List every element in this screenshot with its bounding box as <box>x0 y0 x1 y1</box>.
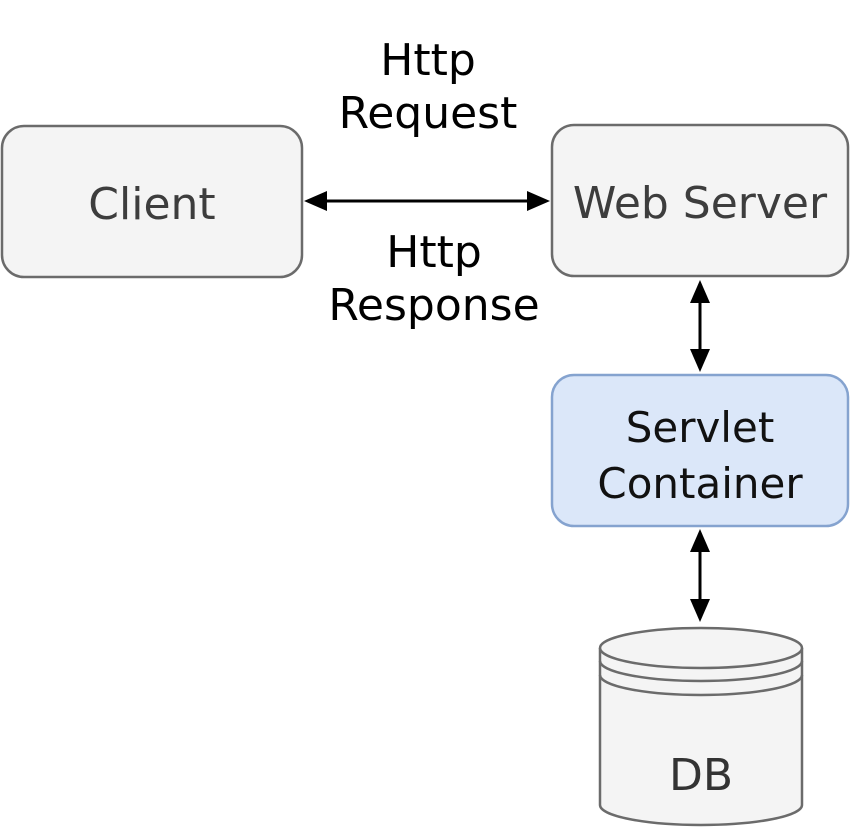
node-db: DB <box>598 626 804 827</box>
node-web-server: Web Server <box>550 123 850 278</box>
edge-webserver-servlet <box>690 280 710 372</box>
web-server-box <box>550 123 850 278</box>
node-servlet-container: Servlet Container <box>550 373 850 528</box>
arrowhead-down-icon <box>690 599 710 622</box>
db-cylinder-disk-line-2 <box>598 674 804 697</box>
http-request-line2: Request <box>339 88 518 139</box>
edge-servlet-db <box>690 529 710 622</box>
arrowhead-left-icon <box>304 191 327 211</box>
client-box <box>0 124 304 279</box>
edge-client-webserver <box>304 191 550 211</box>
servlet-container-label-line1: Servlet <box>626 403 775 452</box>
http-response-line2: Response <box>328 280 539 331</box>
arrowhead-up-icon <box>690 280 710 303</box>
arrowhead-up-icon <box>690 529 710 552</box>
web-server-label: Web Server <box>573 178 828 229</box>
http-response-line1: Http <box>386 227 482 278</box>
http-request-label: Http Request <box>339 35 518 139</box>
db-cylinder-disk-line-1 <box>598 660 804 683</box>
servlet-container-box <box>550 373 850 528</box>
client-label: Client <box>88 179 215 230</box>
servlet-container-label-line2: Container <box>597 459 803 508</box>
arrowhead-down-icon <box>690 349 710 372</box>
db-cylinder-top <box>598 626 804 670</box>
http-request-line1: Http <box>380 35 476 86</box>
db-label: DB <box>669 750 733 801</box>
node-client: Client <box>0 124 304 279</box>
http-response-label: Http Response <box>328 227 539 331</box>
arrowhead-right-icon <box>527 191 550 211</box>
